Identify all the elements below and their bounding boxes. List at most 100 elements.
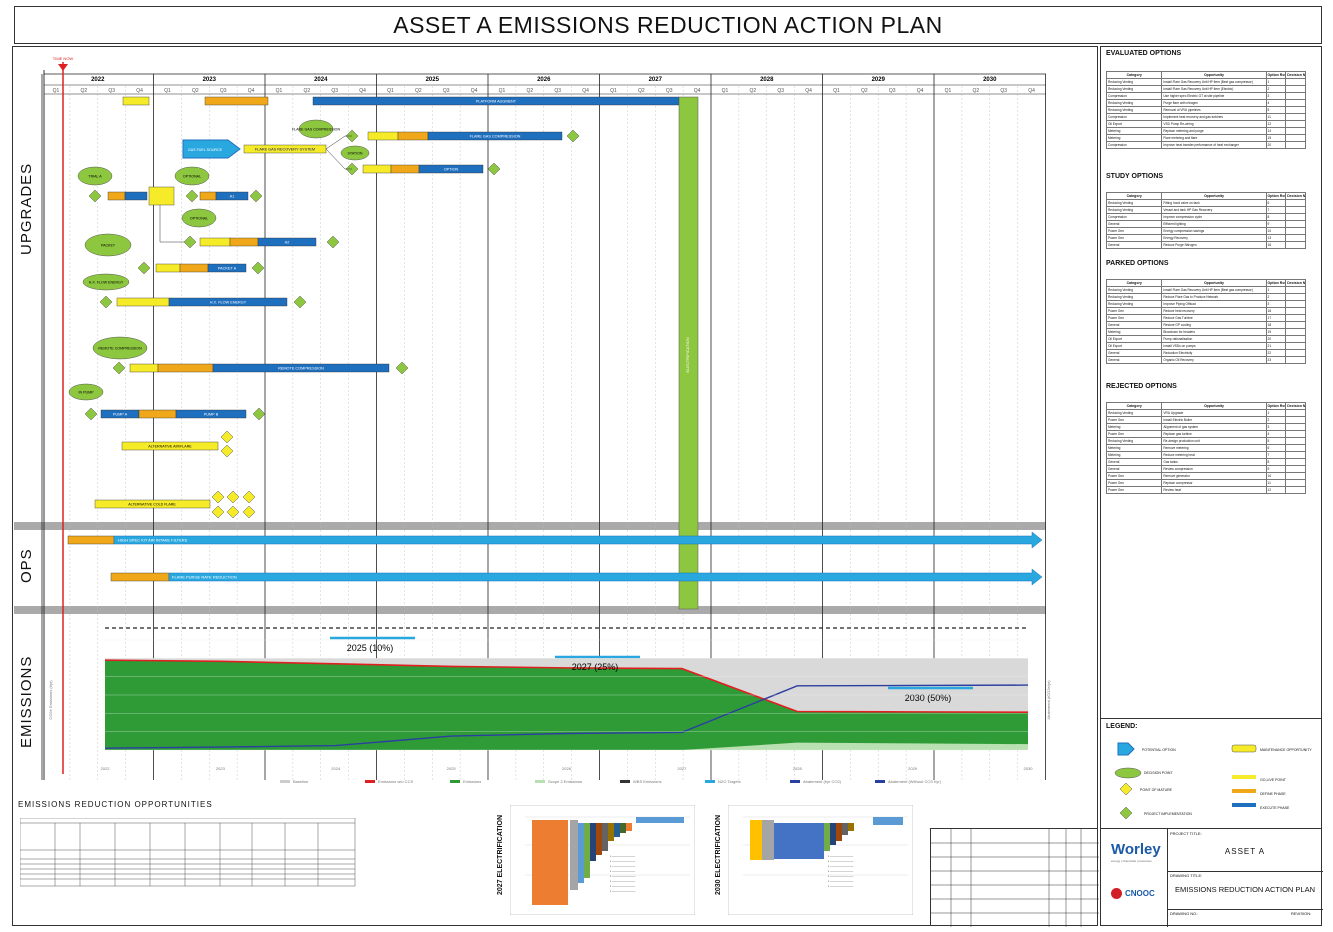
table-header: Option Round [1265, 279, 1287, 287]
optional2-bubble-label: OPTIONAL [190, 217, 208, 221]
quarter-label: Q4 [917, 88, 924, 94]
table-cell: Install VSDs on pumps [1161, 342, 1267, 350]
table-cell: Power Gen [1105, 227, 1163, 235]
table-cell: Review heat [1161, 486, 1267, 494]
table-cell: Vessel and tank HP Gas Recovery [1161, 206, 1267, 214]
alt-cold-diamond [226, 505, 240, 519]
table-cell: Power Gen [1105, 479, 1163, 487]
optional2-bubble [181, 208, 217, 228]
table-cell: Use higher spec Electric GT at site pipe… [1161, 92, 1267, 100]
legend-swatch [535, 780, 545, 783]
table-cell [1285, 486, 1306, 494]
waterfall-2027-chart: ▪ ───────────▪ ───────────▪ ───────────▪… [510, 805, 695, 915]
nzo-target-label: 2027 (25%) [572, 662, 619, 672]
table-cell: Power Gen [1105, 416, 1163, 424]
flare-gas-bubble [298, 119, 334, 139]
table-cell: 10 [1265, 227, 1287, 235]
logo-panel: Worley energy | chemicals | resources CN… [1101, 829, 1168, 927]
year-label: 2022 [91, 77, 105, 83]
table-cell: VSD Pump Re-wiring [1161, 120, 1267, 128]
a1-orange [199, 191, 217, 201]
svg-text:▪ ───────────: ▪ ─────────── [610, 854, 636, 858]
table-cell: General [1105, 220, 1163, 228]
trial-diamond [88, 189, 102, 203]
quarter-label: Q1 [53, 88, 60, 94]
abatement-line [104, 684, 1029, 749]
table-cell: 5 [1265, 106, 1287, 114]
drawing-title-label: DRAWING TITLE: [1170, 873, 1203, 878]
table-cell: Reducing Venting [1105, 293, 1163, 301]
waterfall-2030-label: 2030 ELECTRIFICATION [715, 815, 722, 895]
table-cell: 3 [1265, 300, 1287, 308]
quarter-label: Q2 [749, 88, 756, 94]
table-cell: Remove generator [1161, 472, 1267, 480]
table-header: Decision Note [1285, 279, 1306, 287]
year-label: 2030 [983, 77, 997, 83]
alt-cold-bar [94, 499, 211, 509]
table-cell: Oil Export [1105, 342, 1163, 350]
year-label: 2024 [314, 77, 328, 83]
table-cell: Power Gen [1105, 430, 1163, 438]
table-cell: 21 [1265, 342, 1287, 350]
table-cell: 7 [1265, 451, 1287, 459]
quarter-label: Q2 [415, 88, 422, 94]
legend-label: NZO Targets [718, 779, 741, 784]
table-cell: Oil Export [1105, 335, 1163, 343]
legend-label: Baseline [293, 779, 309, 784]
table-cell: 4 [1265, 99, 1287, 107]
hx-bar-label: H.X. FLOW ENERGY [210, 301, 247, 305]
x-tick-label: 2027 [677, 766, 687, 771]
legend-label: Scope 2 Emissions [548, 779, 582, 784]
remote-orange [157, 363, 214, 373]
flare-gas-end-diamond [566, 129, 580, 143]
rejected-title: REJECTED OPTIONS [1106, 383, 1177, 390]
table-cell [1285, 113, 1306, 121]
legend-label: Emissions [463, 779, 481, 784]
quarter-label: Q3 [777, 88, 784, 94]
table-cell: Re-design production unit [1161, 437, 1267, 445]
electrification-bar [678, 96, 699, 610]
table-header: Category [1105, 71, 1163, 79]
table-header: Opportunity [1161, 279, 1267, 287]
revision-table [930, 828, 1099, 927]
time-now-marker [58, 64, 68, 71]
table-cell: 9 [1265, 220, 1287, 228]
packet-bubble-label: PACKET [101, 244, 116, 248]
alt-bar [121, 441, 219, 451]
table-cell: Oil Export [1105, 120, 1163, 128]
table-cell: 13 [1265, 234, 1287, 242]
table-cell [1285, 227, 1306, 235]
quarter-label: Q1 [387, 88, 394, 94]
hx-yellow [116, 297, 170, 307]
packet-end-diamond [251, 261, 265, 275]
quarter-label: Q1 [276, 88, 283, 94]
electrification-label: ELECTRIFICATION [685, 337, 690, 372]
hx-bubble [82, 273, 130, 291]
a2-connector [159, 205, 185, 243]
parked-title: PARKED OPTIONS [1106, 260, 1169, 267]
table-cell: Gas tanks [1161, 458, 1267, 466]
a2-yellow [199, 237, 231, 247]
svg-text:▪ ───────────: ▪ ─────────── [828, 864, 854, 868]
flare-gas-bar-label: FLARE GAS COMPRESSION [470, 135, 521, 139]
legend-swatch [790, 780, 800, 783]
quarter-label: Q1 [499, 88, 506, 94]
gas-fuel-source-shape [182, 139, 241, 159]
alt-cold-diamond [226, 490, 240, 504]
table-cell [1285, 430, 1306, 438]
trial-bubble-label: TRIAL A [88, 175, 102, 179]
a2-orange [229, 237, 259, 247]
table-cell: 2 [1265, 293, 1287, 301]
alt-diamond-2 [220, 444, 234, 458]
quarter-label: Q4 [694, 88, 701, 94]
